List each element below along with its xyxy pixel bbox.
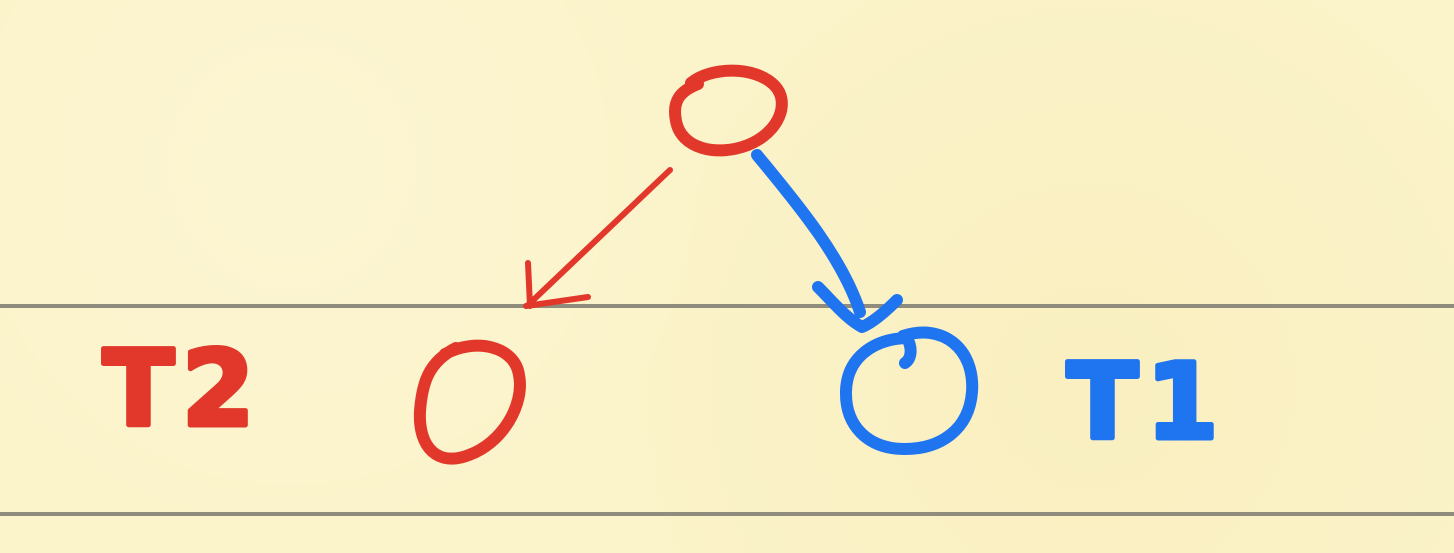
tree-label-left: T2 [103, 328, 262, 450]
left-child-node [413, 339, 526, 465]
left-edge-arrow [523, 167, 673, 309]
tree-label-right: T1 [1067, 341, 1226, 463]
right-edge-arrow [751, 149, 903, 333]
root-node [669, 64, 788, 157]
right-child-node [839, 326, 979, 455]
